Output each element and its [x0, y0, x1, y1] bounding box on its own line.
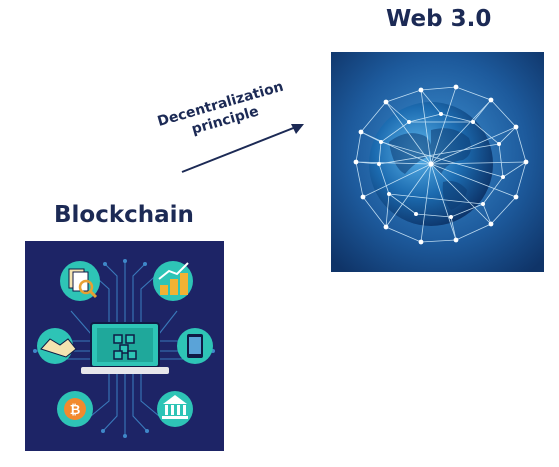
- arrow-icon: [181, 124, 304, 173]
- web3-title: Web 3.0: [386, 6, 492, 32]
- globe-network-image: [331, 52, 544, 272]
- laptop-blocks-icon: [81, 322, 169, 374]
- documents-magnifier-icon: [60, 261, 100, 301]
- blockchain-illustration: ₿: [25, 241, 224, 451]
- bitcoin-icon: ₿: [57, 391, 93, 427]
- handshake-icon: [37, 328, 77, 364]
- svg-text:₿: ₿: [70, 403, 81, 418]
- tablet-icon: [177, 328, 213, 364]
- coins-growth-icon: [153, 261, 193, 301]
- blockchain-title: Blockchain: [54, 202, 194, 228]
- bank-icon: [157, 391, 193, 427]
